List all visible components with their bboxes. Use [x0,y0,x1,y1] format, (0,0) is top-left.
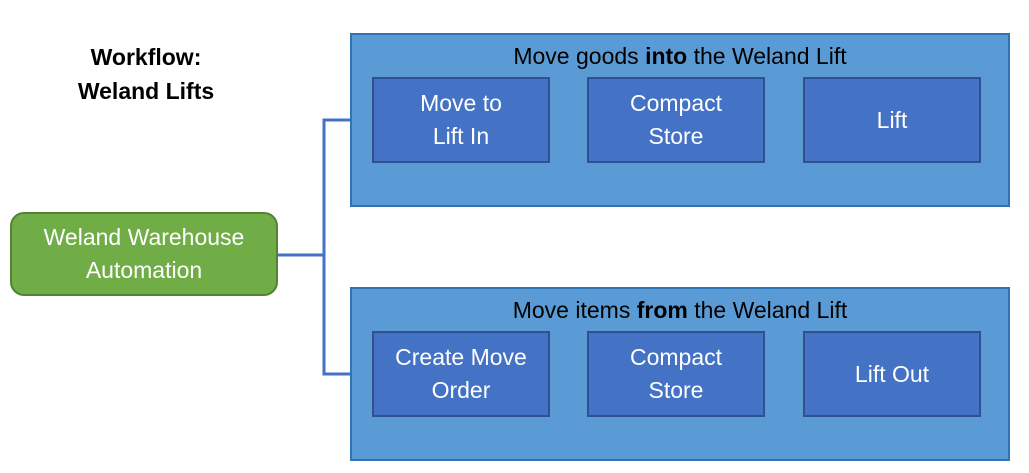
diagram-title-line1: Workflow: [90,44,202,70]
step-label-line1: Move to [420,90,502,116]
step-label-line1: Create Move [395,344,527,370]
step-label-line2: Store [648,123,704,149]
step-label-line2: Lift In [432,123,490,149]
step-lift-out: Lift Out [803,331,981,417]
step-label-line2: Store [648,377,704,403]
group-bottom-title: Move items from the Weland Lift [352,295,1008,325]
step-compact-store-out: Compact Store [587,331,765,417]
step-lift: Lift [803,77,981,163]
group-top-title-bold: into [645,43,688,69]
step-compact-store-in: Compact Store [587,77,765,163]
group-bottom-title-bold: from [636,297,688,323]
step-label-line1: Lift Out [854,360,930,387]
group-bottom-title-after: the Weland Lift [687,297,848,323]
group-move-items-from-lift: Move items from the Weland Lift Create M… [350,287,1010,461]
source-node-line1: Weland Warehouse [43,224,245,250]
step-move-to-lift-in: Move to Lift In [372,77,550,163]
group-move-goods-into-lift: Move goods into the Weland Lift Move to … [350,33,1010,207]
step-label-line1: Lift [876,106,908,133]
group-top-title: Move goods into the Weland Lift [352,41,1008,71]
diagram-title-line2: Weland Lifts [77,78,215,104]
group-bottom-title-before: Move items [512,297,637,323]
group-top-title-after: the Weland Lift [687,43,847,69]
step-label-line1: Compact [629,90,723,116]
step-label-line2: Order [431,377,491,403]
source-node-weland-warehouse-automation: Weland Warehouse Automation [10,212,278,296]
group-top-title-before: Move goods [513,43,646,69]
source-node-line2: Automation [85,257,203,283]
step-create-move-order: Create Move Order [372,331,550,417]
diagram-title: Workflow: Weland Lifts [48,40,244,108]
step-label-line1: Compact [629,344,723,370]
